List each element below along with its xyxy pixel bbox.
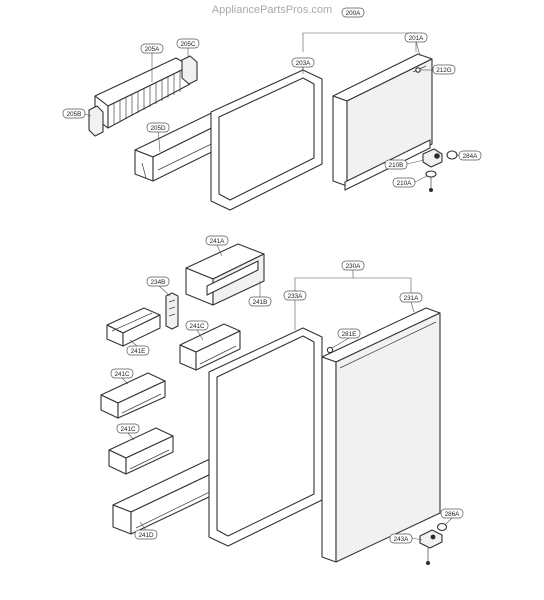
svg-text:230A: 230A <box>346 263 362 270</box>
callout-205A: 205A <box>140 43 164 54</box>
end-cap-205C <box>181 55 198 85</box>
door-bin-241C-3 <box>108 427 174 475</box>
svg-text:241C: 241C <box>120 426 136 433</box>
screw-212G <box>415 67 421 73</box>
door-bin-241E <box>106 307 161 347</box>
svg-text:201A: 201A <box>409 35 425 42</box>
callout-243A: 243A <box>389 533 413 544</box>
hinge-210B <box>422 148 443 168</box>
svg-text:200A: 200A <box>346 10 362 17</box>
svg-text:231A: 231A <box>404 295 420 302</box>
callout-210A: 210A <box>392 177 416 188</box>
plug-281E <box>326 346 334 354</box>
svg-text:241B: 241B <box>253 299 268 306</box>
callout-241C-3: 241C <box>116 423 140 434</box>
svg-text:243A: 243A <box>394 536 410 543</box>
svg-text:205A: 205A <box>145 46 161 53</box>
callout-231A: 231A <box>399 292 423 303</box>
door-bin-241A <box>185 243 265 306</box>
washer-210A <box>425 170 437 192</box>
svg-text:281E: 281E <box>342 331 357 338</box>
svg-text:210A: 210A <box>397 180 413 187</box>
door-bin-241D <box>112 457 231 535</box>
leader-lines <box>84 32 460 541</box>
svg-text:210B: 210B <box>389 162 404 169</box>
callout-200A: 200A <box>341 7 365 18</box>
svg-text:212G: 212G <box>436 67 452 74</box>
svg-text:284A: 284A <box>463 153 479 160</box>
callout-233A: 233A <box>283 290 307 301</box>
freezer-door-gasket-203A <box>210 69 323 211</box>
end-cap-205B <box>88 105 104 137</box>
svg-text:234B: 234B <box>151 279 166 286</box>
callout-241D: 241D <box>134 529 158 540</box>
callout-203A: 203A <box>291 57 315 68</box>
callout-234B: 234B <box>146 276 170 287</box>
callout-241A: 241A <box>205 235 229 246</box>
callout-241B: 241B <box>248 296 272 307</box>
callout-210B: 210B <box>384 159 408 170</box>
callout-241C-2: 241C <box>110 368 134 379</box>
svg-text:241C: 241C <box>114 371 130 378</box>
callout-284A: 284A <box>458 150 482 161</box>
callout-281E: 281E <box>337 328 361 339</box>
callout-205D: 205D <box>146 122 170 133</box>
door-bin-241C-1 <box>179 323 241 371</box>
callout-212G: 212G <box>432 64 456 75</box>
fridge-door-231A <box>321 307 441 563</box>
freezer-door-201A <box>332 53 433 191</box>
wire-shelf-rack-205A <box>94 57 191 129</box>
hinge-cap-284A <box>446 150 458 160</box>
hinge-cap-286A <box>436 522 448 532</box>
callout-205C: 205C <box>176 38 200 49</box>
callout-205B: 205B <box>62 108 86 119</box>
svg-text:241D: 241D <box>138 532 154 539</box>
svg-text:286A: 286A <box>445 511 461 518</box>
watermark-text: AppliancePartsPros.com <box>211 4 333 16</box>
hinge-243A <box>419 529 443 566</box>
callout-241C-1: 241C <box>185 320 209 331</box>
callout-230A: 230A <box>341 260 365 271</box>
door-bin-241C-2 <box>100 372 166 419</box>
svg-text:233A: 233A <box>288 293 304 300</box>
svg-text:205C: 205C <box>180 41 196 48</box>
callout-241E: 241E <box>126 345 150 356</box>
svg-text:241A: 241A <box>210 238 226 245</box>
svg-text:205B: 205B <box>67 111 82 118</box>
svg-text:241C: 241C <box>189 323 205 330</box>
divider-234B <box>165 292 179 330</box>
fridge-door-gasket-233A <box>208 327 323 547</box>
svg-text:205D: 205D <box>150 125 166 132</box>
callout-201A: 201A <box>404 32 428 43</box>
svg-text:203A: 203A <box>296 60 312 67</box>
callout-286A: 286A <box>440 508 464 519</box>
svg-text:241E: 241E <box>131 348 146 355</box>
